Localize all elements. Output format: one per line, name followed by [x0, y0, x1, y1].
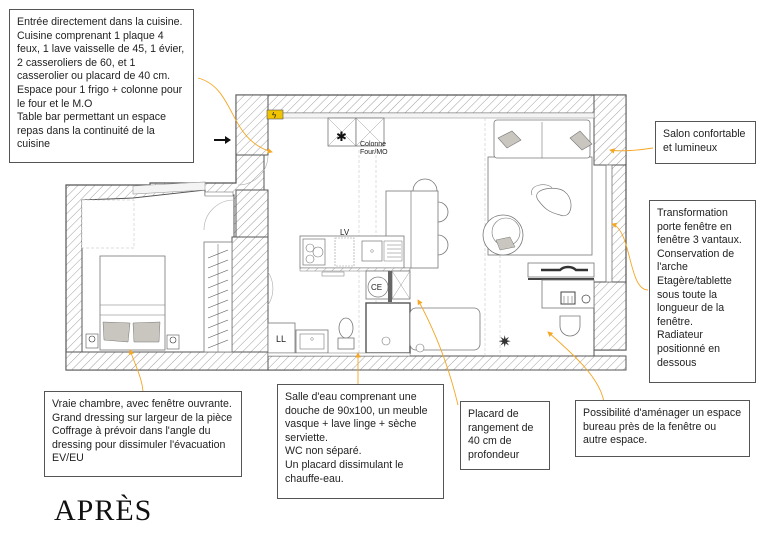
note-bathroom: Salle d'eau comprenant une douche de 90x…	[277, 384, 444, 499]
living-right-wall	[593, 94, 627, 166]
desk-chair	[559, 315, 581, 337]
note-storage: Placard de rangement de 40 cm de profond…	[460, 401, 550, 470]
note-kitchen: Entrée directement dans la cuisine. Cuis…	[9, 9, 194, 163]
kitchen-top-window	[267, 112, 595, 119]
leader-office	[547, 331, 605, 403]
kitchen-door-swing	[267, 271, 274, 306]
wardrobe	[203, 241, 233, 353]
cushion-right	[569, 130, 593, 151]
bar-stool-1	[412, 178, 438, 192]
leader-window	[611, 222, 649, 291]
sofa	[493, 119, 593, 159]
cooktop	[302, 238, 326, 266]
bedroom-window	[132, 181, 206, 195]
leader-kitchen	[197, 77, 273, 154]
leader-storage	[417, 299, 459, 406]
entry-wall-bottom	[235, 189, 269, 238]
plant-icon: ✷	[498, 332, 511, 351]
pillow-left	[102, 321, 131, 343]
washing-machine-label: LL	[276, 334, 286, 344]
living-window	[605, 164, 613, 283]
radiator-bedroom	[204, 191, 234, 197]
kitchen: ✱ Colonne Four/MO LV	[299, 117, 449, 356]
coffee-table	[536, 187, 572, 217]
entrance-arrow-icon	[214, 136, 231, 144]
electric-panel-icon	[266, 109, 284, 120]
entrance: ϟ	[214, 109, 284, 186]
cup-icon	[581, 294, 591, 304]
water-heater-label: CE	[371, 283, 382, 292]
cushion-left	[497, 130, 522, 149]
dishwasher-label: LV	[340, 228, 350, 237]
electric-panel-label: ϟ	[272, 111, 277, 120]
shower	[365, 302, 411, 354]
page-title: APRÈS	[54, 494, 153, 527]
bedroom	[81, 199, 274, 353]
nightstand-lamp-left	[85, 333, 99, 349]
hood-vent	[321, 271, 345, 277]
armchair	[482, 214, 524, 256]
dishwasher	[334, 237, 355, 267]
living: ✷	[409, 118, 595, 356]
bedroom-bottom-wall	[65, 351, 269, 371]
entry-wall-top	[235, 94, 269, 156]
fridge-star-icon: ✱	[336, 130, 347, 145]
bench	[409, 307, 481, 351]
bed	[99, 255, 166, 351]
note-bedroom: Vraie chambre, avec fenêtre ouvrante. Gr…	[44, 391, 242, 477]
washing-machine	[267, 322, 296, 354]
note-window: Transformation porte fenêtre en fenêtre …	[649, 200, 756, 383]
bar-stool-3	[437, 234, 449, 256]
armchair-cushion	[495, 236, 516, 251]
oven-label: Four/MO	[360, 149, 388, 156]
leader-bedroom	[128, 349, 144, 394]
bathroom: LL	[267, 302, 411, 357]
entrance-door-swing	[237, 154, 269, 186]
radiator	[541, 265, 588, 272]
partition-wall	[231, 236, 269, 353]
note-office: Possibilité d'aménager un espace bureau …	[575, 400, 750, 457]
toilet	[337, 317, 355, 350]
sink	[361, 240, 383, 262]
drainboard	[383, 240, 403, 262]
bathroom-floor-edge	[267, 352, 411, 357]
bar-stool-2	[437, 201, 449, 223]
bedroom-door-swing	[203, 199, 235, 231]
note-living: Salon confortable et lumineux	[655, 121, 756, 164]
pillow-right	[132, 321, 161, 343]
nightstand-lamp-right	[166, 334, 180, 350]
office-right-wall	[593, 281, 627, 351]
counter-edge	[299, 267, 411, 272]
leader-living	[609, 147, 654, 154]
oven-column-label: Colonne	[360, 141, 386, 148]
